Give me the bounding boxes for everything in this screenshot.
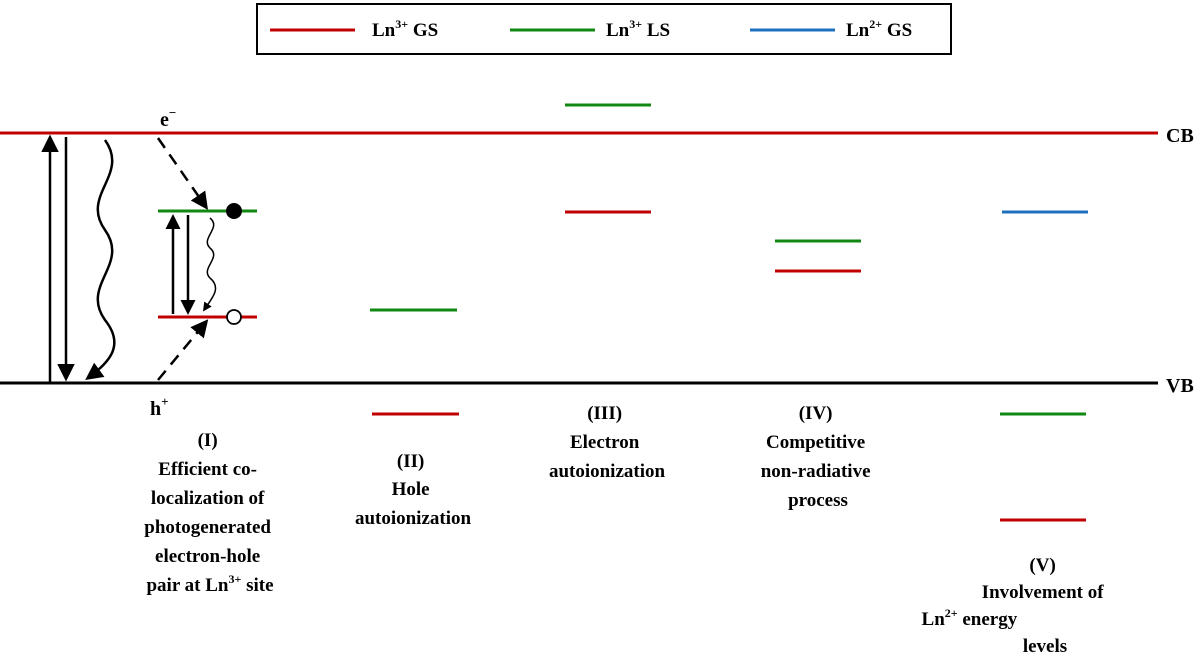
case-i-wavy-relaxation-arrow (203, 217, 217, 312)
electron-label: e− (160, 105, 176, 131)
electron-capture-dashed-arrow (156, 137, 208, 210)
legend-box (256, 3, 952, 55)
case-i-caption: (I) Efficient co- localization of photog… (144, 430, 275, 596)
case-v-caption: (V) Involvement of Ln2+ energy levels (922, 555, 1109, 657)
legend: Ln3+ GS Ln3+ LS Ln2+ GS (256, 3, 952, 55)
case-ii-caption: (II) Hole autoionization (355, 451, 472, 529)
case-iv-caption: (IV) Competitive non-radiative process (761, 403, 876, 511)
trapped-hole-circle (226, 309, 242, 325)
trapped-electron-dot (226, 203, 242, 219)
vb-label: VB (1166, 375, 1194, 397)
hole-capture-dashed-arrow (157, 319, 209, 381)
legend-label-ln2-gs: Ln2+ GS (846, 17, 912, 41)
cb-label: CB (1166, 125, 1194, 147)
case-iii-caption: (III) Electron autoionization (549, 403, 666, 482)
nonradiative-wavy-arrow-large (85, 139, 116, 381)
legend-label-ln3-gs: Ln3+ GS (372, 17, 438, 41)
legend-label-ln3-ls: Ln3+ LS (606, 17, 670, 41)
hole-label: h+ (150, 394, 169, 420)
